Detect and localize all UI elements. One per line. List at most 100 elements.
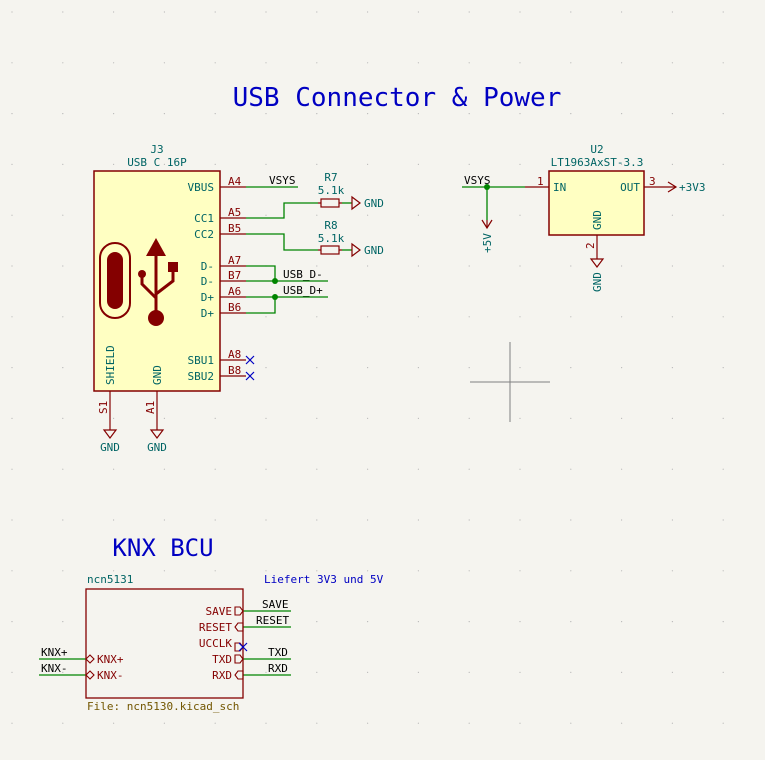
grid-dot [214, 62, 216, 64]
grid-dot [519, 11, 521, 13]
grid-dot [113, 722, 115, 724]
grid-dot [265, 367, 267, 369]
grid-dot [367, 214, 369, 216]
net-label-usb-dp[interactable]: USB_D+ [283, 284, 323, 297]
grid-dot [722, 113, 724, 115]
grid-dot [367, 367, 369, 369]
grid-dot [367, 62, 369, 64]
net-label-vsys-1[interactable]: VSYS [269, 174, 296, 187]
knx-note: Liefert 3V3 und 5V [264, 573, 384, 586]
sheet-pin-txd[interactable]: TXD [212, 653, 232, 666]
grid-dot [621, 417, 623, 419]
grid-dot [671, 570, 674, 572]
grid-dot [570, 417, 572, 419]
gnd-symbol-shield[interactable]: GND [100, 418, 120, 454]
grid-dot [468, 367, 470, 369]
sheet-pin-reset[interactable]: RESET [199, 621, 232, 634]
j3-pin-name-sbu2: SBU2 [188, 370, 215, 383]
j3-pin-num-cc1: A5 [228, 206, 241, 219]
grid-dot [62, 621, 64, 623]
sheet-pin-rxd[interactable]: RXD [212, 669, 232, 682]
grid-dot [519, 671, 521, 674]
grid-dot [367, 265, 369, 267]
power-5v-symbol[interactable]: +5V [481, 219, 494, 253]
grid-dot [113, 163, 115, 165]
grid-dot [621, 113, 623, 115]
grid-dot [113, 570, 115, 572]
u2-ref: U2 [590, 143, 603, 156]
net-label-vsys-2[interactable]: VSYS [464, 174, 491, 187]
hierarchical-sheet-ncn5131[interactable]: ncn5131 File: ncn5130.kicad_sch SAVE RES… [85, 573, 248, 713]
net-label-txd[interactable]: TXD [268, 646, 288, 659]
grid-dot [671, 417, 674, 419]
grid-dot [11, 62, 13, 64]
grid-dot [417, 11, 419, 13]
grid-dot [316, 417, 318, 419]
grid-dot [62, 113, 64, 115]
gnd-symbol-u2[interactable]: GND [589, 235, 605, 292]
grid-dot [468, 570, 470, 572]
resistor-r7[interactable]: R7 5.1k [318, 171, 345, 208]
sheet-pin-ucclk[interactable]: UCCLK [199, 637, 232, 650]
u2-regulator[interactable]: U2 LT1963AxST-3.3 IN OUT GND 1 3 2 [525, 143, 670, 249]
gnd-symbol-j3[interactable]: GND [147, 418, 167, 454]
j3-pin-name-dp-b: D+ [201, 307, 215, 320]
gnd-symbol-r8[interactable]: GND [351, 242, 384, 258]
power-3v3-symbol[interactable]: +3V3 [667, 181, 706, 194]
grid-dot [671, 113, 674, 115]
grid-dot [417, 570, 419, 572]
r8-value: 5.1k [318, 232, 345, 245]
no-connect-icon [245, 355, 255, 381]
net-label-knx-m[interactable]: KNX- [41, 662, 68, 675]
net-label-save[interactable]: SAVE [262, 598, 289, 611]
net-label-usb-dm[interactable]: USB_D- [283, 268, 323, 281]
grid-dot [722, 722, 724, 724]
grid-dot [468, 11, 470, 13]
gnd-symbol-r7[interactable]: GND [351, 195, 384, 211]
net-label-reset[interactable]: RESET [256, 614, 289, 627]
grid-dot [468, 62, 470, 64]
grid-dot [722, 367, 724, 369]
j3-connector[interactable]: J3 USB C 16P [93, 143, 255, 418]
grid-dot [11, 621, 13, 623]
grid-dot [265, 722, 267, 724]
grid-dot [214, 570, 216, 572]
gnd-label-j3: GND [147, 441, 167, 454]
grid-dot [671, 11, 674, 13]
grid-dot [62, 163, 64, 165]
j3-pin-name-sbu1: SBU1 [188, 354, 215, 367]
grid-dot [519, 570, 521, 572]
grid-dot [163, 113, 165, 115]
net-label-knx-p[interactable]: KNX+ [41, 646, 68, 659]
grid-dot [163, 62, 165, 64]
grid-dot [265, 11, 267, 13]
j3-pin-num-dp-b: B6 [228, 301, 241, 314]
grid-dot [621, 265, 623, 267]
grid-dot [316, 214, 318, 216]
grid-dot [265, 671, 267, 674]
sheet-pin-knx-m[interactable]: KNX- [97, 669, 124, 682]
grid-dot [316, 671, 318, 674]
grid-dot [468, 214, 470, 216]
grid-dot [722, 316, 724, 318]
grid-dot [468, 621, 470, 623]
grid-dot [11, 316, 13, 318]
u2-pin-name-gnd: GND [591, 210, 604, 230]
resistor-r8[interactable]: R8 5.1k [318, 219, 345, 255]
grid-dot [417, 519, 419, 521]
grid-dot [671, 265, 674, 267]
grid-dot [468, 468, 470, 470]
grid-dot [671, 214, 674, 216]
grid-dot [316, 62, 318, 64]
sheet-pin-knx-p[interactable]: KNX+ [97, 653, 124, 666]
grid-dot [570, 62, 572, 64]
grid-dot [367, 570, 369, 572]
grid-dot [722, 163, 724, 165]
net-label-rxd[interactable]: RXD [268, 662, 288, 675]
sheet-pin-save[interactable]: SAVE [206, 605, 233, 618]
grid-dot [62, 62, 64, 64]
grid-dot [468, 316, 470, 318]
j3-pin-num-sbu1: A8 [228, 348, 241, 361]
grid-dot [62, 671, 64, 674]
